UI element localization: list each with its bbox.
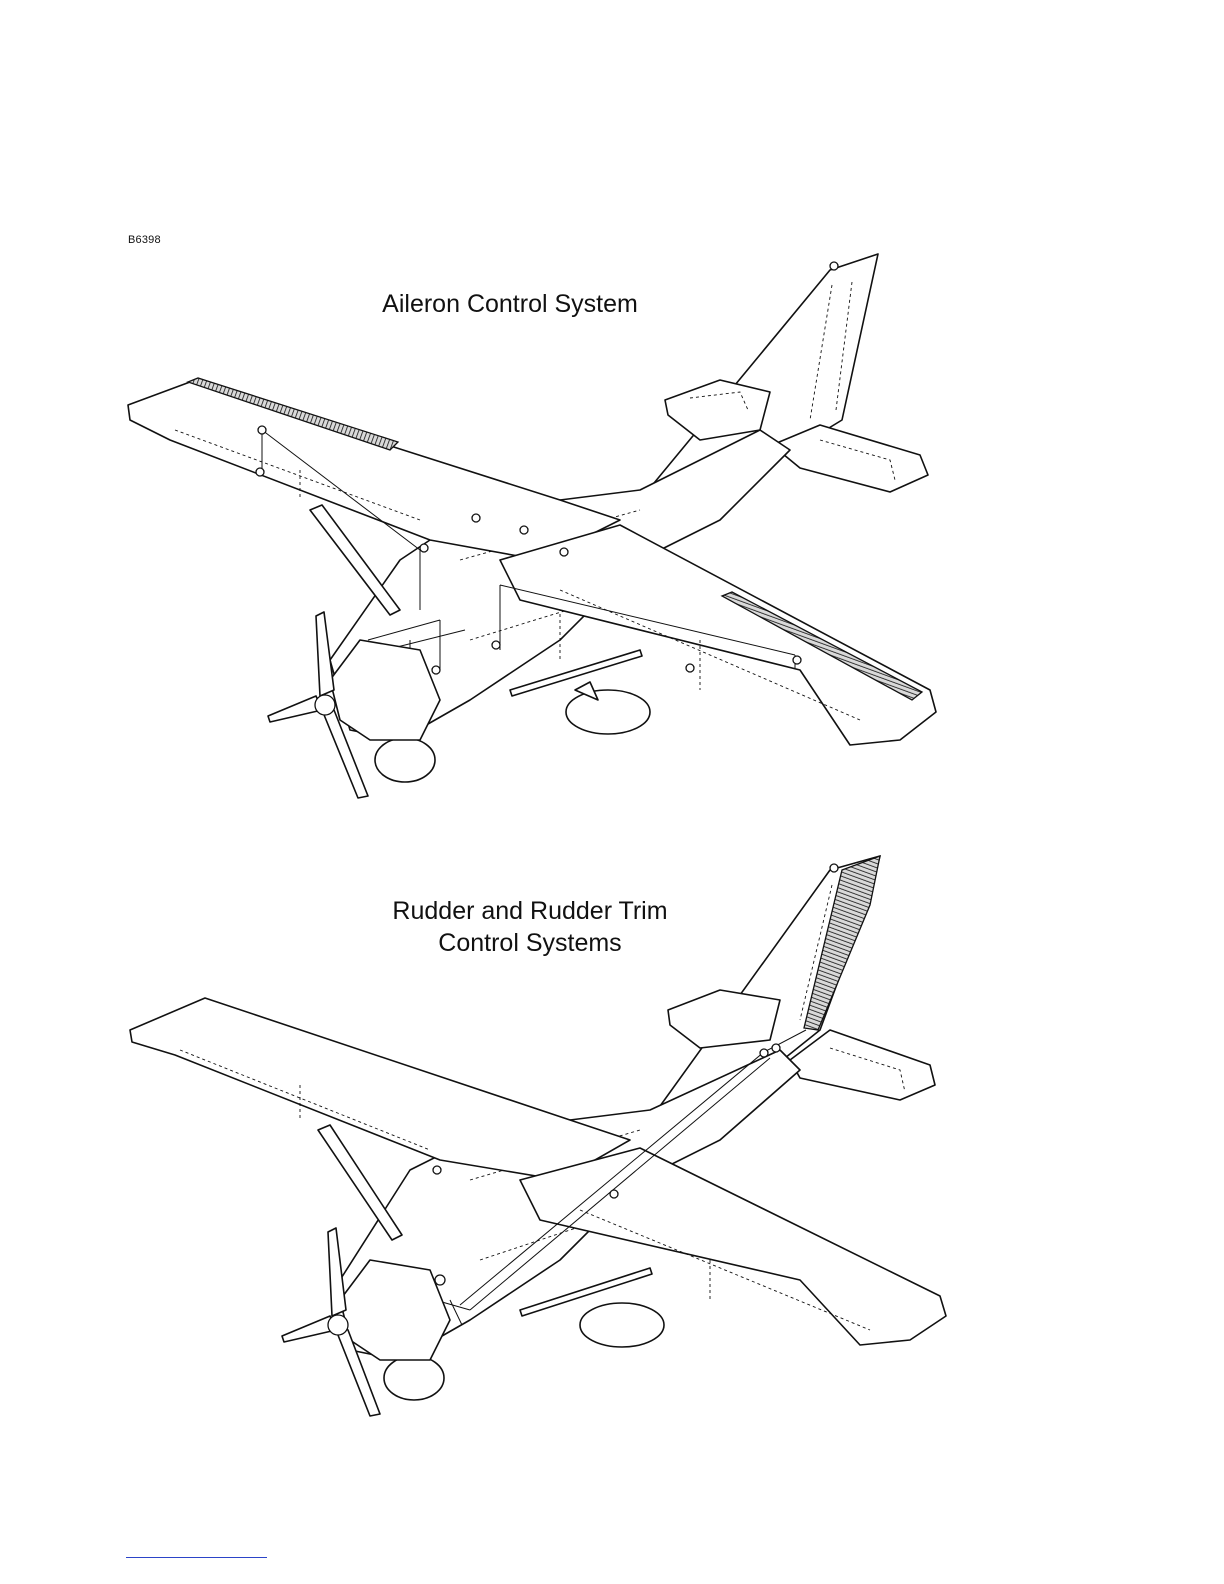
wing-strut — [318, 1125, 402, 1240]
left-horizontal-stabilizer — [665, 380, 770, 440]
nose-gear-fairing — [375, 738, 435, 782]
left-wing — [130, 998, 630, 1180]
left-horizontal-stabilizer — [668, 990, 780, 1048]
right-horizontal-stabilizer — [790, 1030, 935, 1100]
footer-rule — [126, 1557, 267, 1558]
aileron-system-diagram — [0, 250, 1224, 810]
nose-gear-fairing — [384, 1356, 444, 1400]
left-wing — [128, 382, 620, 560]
rudder-system-diagram — [0, 850, 1224, 1430]
figure-id: B6398 — [128, 234, 161, 246]
main-gear-fairing — [580, 1303, 664, 1347]
main-gear-fairing — [566, 690, 650, 734]
right-horizontal-stabilizer — [772, 425, 928, 492]
